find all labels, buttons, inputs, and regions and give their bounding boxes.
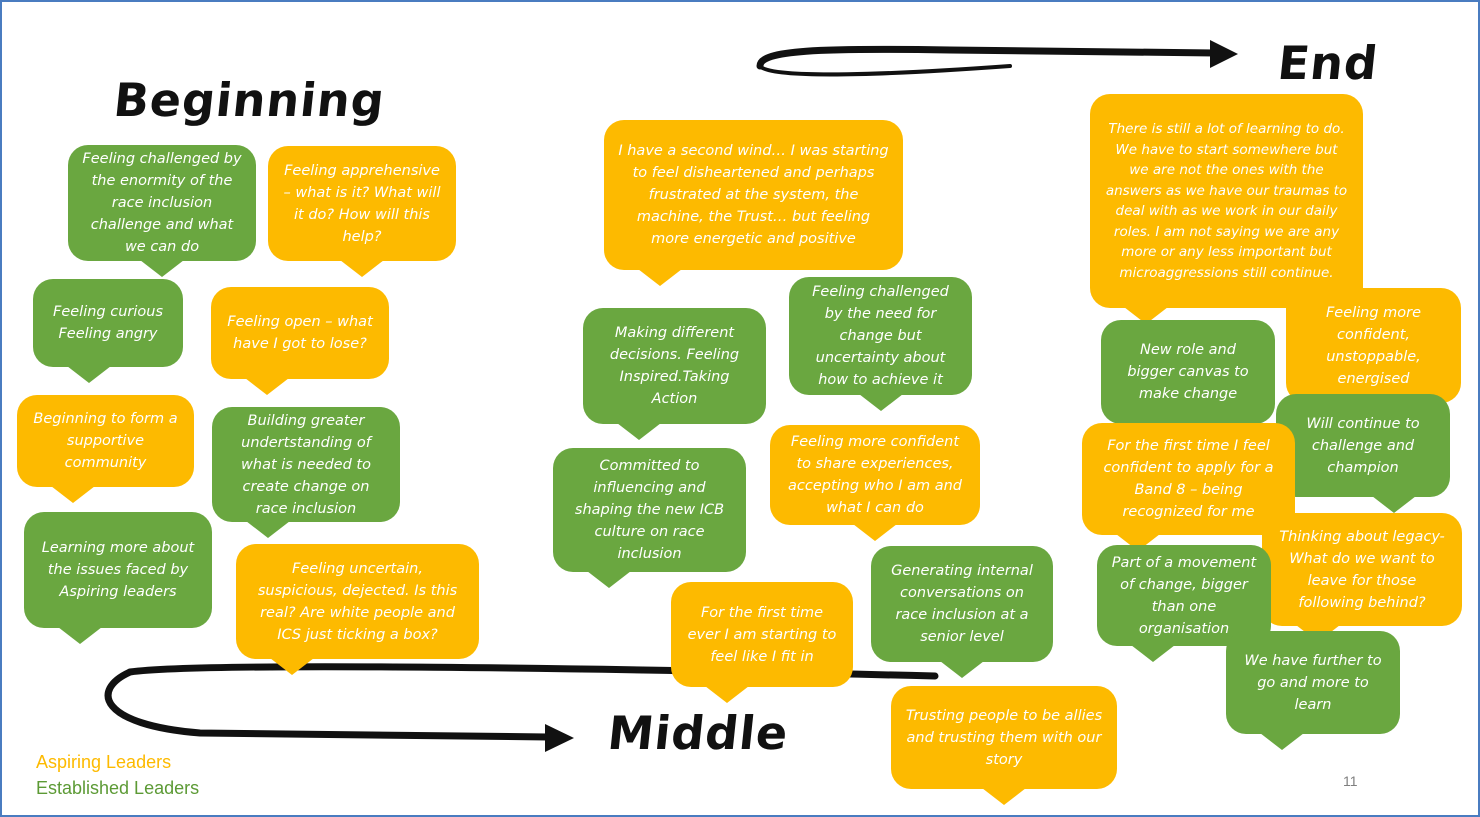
bubble-established: Building greater undertstanding of what …: [212, 407, 400, 538]
bubble-aspiring: Feeling more confident to share experien…: [770, 425, 980, 541]
bubble-established: Feeling challenged by the enormity of th…: [68, 145, 256, 277]
bubble-aspiring: I have a second wind… I was starting to …: [604, 120, 903, 286]
bubble-established: Feeling challenged by the need for chang…: [789, 277, 972, 411]
bubble-aspiring: Beginning to form a supportive community: [17, 395, 194, 503]
bubble-aspiring: For the first time I feel confident to a…: [1082, 423, 1295, 551]
bubble-established: Feeling curious Feeling angry: [33, 279, 183, 383]
bubble-established: Learning more about the issues faced by …: [24, 512, 212, 644]
legend-aspiring-leaders: Aspiring Leaders: [36, 752, 172, 772]
bubble-aspiring: For the first time ever I am starting to…: [671, 582, 853, 703]
legend-established-leaders: Established Leaders: [36, 778, 200, 798]
bubble-aspiring: Feeling apprehensive – what is it? What …: [268, 146, 456, 277]
bubble-aspiring: Trusting people to be allies and trustin…: [891, 686, 1117, 805]
bubble-aspiring: Feeling uncertain, suspicious, dejected.…: [236, 544, 479, 675]
heading-end: End: [1275, 36, 1381, 90]
bubble-aspiring: There is still a lot of learning to do. …: [1090, 94, 1363, 324]
bubble-established: We have further to go and more to learn: [1226, 631, 1400, 750]
bubble-aspiring: Feeling open – what have I got to lose?: [211, 287, 389, 395]
bubble-established: Will continue to challenge and champion: [1276, 394, 1450, 513]
heading-beginning: Beginning: [111, 73, 388, 127]
bubble-established: Making different decisions. Feeling Insp…: [583, 308, 766, 440]
arrow-to-end: [756, 40, 1238, 77]
heading-middle: Middle: [605, 706, 792, 760]
bubble-established: Part of a movement of change, bigger tha…: [1097, 545, 1271, 662]
bubble-established: Generating internal conversations on rac…: [871, 546, 1053, 678]
bubble-established: New role and bigger canvas to make chang…: [1101, 320, 1275, 440]
page-number: 11: [1343, 773, 1358, 789]
bubble-aspiring: Thinking about legacy- What do we want t…: [1262, 513, 1462, 642]
bubble-established: Committed to influencing and shaping the…: [553, 448, 746, 588]
bubble-aspiring: Feeling more confident, unstoppable, ene…: [1286, 288, 1461, 419]
